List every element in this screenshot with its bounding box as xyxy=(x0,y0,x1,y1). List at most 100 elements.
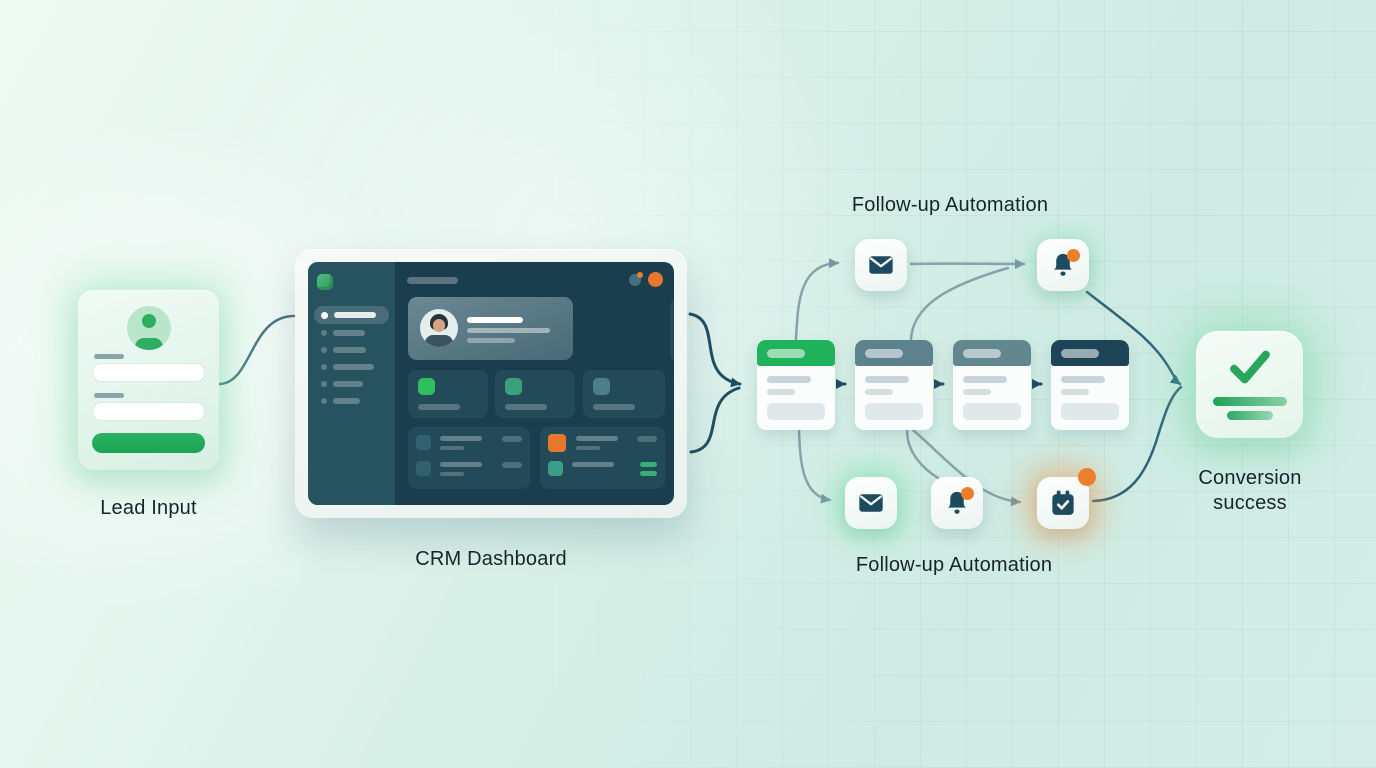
sidebar-item-bar xyxy=(333,329,365,336)
mail-glyph xyxy=(869,256,893,274)
sidebar-item-dot xyxy=(321,346,327,353)
status-pill-green xyxy=(640,462,657,467)
placeholder-bar xyxy=(505,404,547,410)
sidebar-item-dot xyxy=(321,311,328,319)
lead-input-card xyxy=(78,290,219,470)
conversion-label-line2: success xyxy=(1213,492,1287,514)
header-title-placeholder xyxy=(767,349,805,358)
followup-automation-bottom-label: Follow-up Automation xyxy=(855,554,1053,576)
crm-dashboard-device xyxy=(295,249,687,518)
conversion-success-label: Conversion success xyxy=(1180,466,1320,516)
placeholder-bar xyxy=(467,328,550,333)
sidebar-item-dot xyxy=(321,363,327,370)
list-item-icon xyxy=(416,461,431,476)
crm-dashboard-screen xyxy=(308,262,674,505)
dashboard-list-card xyxy=(408,427,530,489)
placeholder-pill xyxy=(502,462,522,468)
placeholder-bar xyxy=(440,472,464,476)
pipeline-card-header xyxy=(953,340,1031,366)
connector-dashboard-to-pipeline-lower xyxy=(689,386,741,454)
sidebar-item-bar xyxy=(334,312,376,318)
placeholder-bar xyxy=(467,338,515,343)
sidebar-item-dot xyxy=(321,329,327,336)
placeholder-bar xyxy=(1061,376,1105,383)
conversion-label-line1: Conversion xyxy=(1198,467,1302,489)
placeholder-bar xyxy=(767,376,811,383)
calendar-check-glyph xyxy=(1052,490,1074,515)
pipeline-stage-card xyxy=(953,340,1031,430)
user-avatar xyxy=(648,272,663,287)
leaf-logo-icon xyxy=(317,274,333,290)
placeholder-bar xyxy=(418,404,460,410)
placeholder-bar xyxy=(440,462,482,467)
connector-calendar-to-conversion xyxy=(1091,385,1183,503)
dashboard-stat-square xyxy=(505,378,522,395)
avatar-torso xyxy=(425,335,453,347)
dashboard-sidebar-items xyxy=(321,329,374,414)
profile-photo xyxy=(420,309,458,347)
connector-stage1-to-mail-top xyxy=(794,258,840,341)
dashboard-stat-square xyxy=(593,378,610,395)
placeholder-block xyxy=(1061,403,1119,420)
sidebar-item xyxy=(321,346,374,353)
form-submit-button xyxy=(92,433,205,453)
notification-badge xyxy=(961,487,974,500)
mail-icon xyxy=(845,477,897,529)
dashboard-title-placeholder xyxy=(407,277,458,284)
placeholder-bar xyxy=(440,446,464,450)
avatar-body xyxy=(134,338,163,350)
header-title-placeholder xyxy=(865,349,903,358)
pipeline-card-header xyxy=(855,340,933,366)
placeholder-bar xyxy=(1213,397,1287,406)
placeholder-bar xyxy=(467,317,523,323)
sidebar-item-bar xyxy=(333,363,374,370)
notification-badge xyxy=(1067,249,1080,262)
placeholder-bar xyxy=(963,376,1007,383)
dashboard-sidebar xyxy=(308,262,395,505)
dashboard-main xyxy=(395,262,674,505)
dashboard-stat-card xyxy=(583,370,665,418)
status-pill-green xyxy=(640,471,657,476)
dashboard-list-card xyxy=(540,427,665,489)
list-item-icon xyxy=(416,435,431,450)
lead-input-label: Lead Input xyxy=(100,497,197,519)
sidebar-item xyxy=(321,329,374,336)
placeholder-bar xyxy=(767,389,795,395)
dashboard-stat-square xyxy=(418,378,435,395)
list-item-icon-teal xyxy=(548,461,563,476)
placeholder-bar xyxy=(1061,389,1089,395)
connector-stage1-to-mail-bottom xyxy=(797,428,832,504)
form-field-label-placeholder xyxy=(94,393,124,398)
form-field-label-placeholder xyxy=(94,354,124,359)
list-row xyxy=(548,434,657,458)
connector-bell-to-conversion xyxy=(1085,290,1182,386)
form-input-field xyxy=(92,402,205,421)
sidebar-item xyxy=(321,397,374,404)
placeholder-block xyxy=(963,403,1021,420)
notification-badge xyxy=(1078,468,1096,486)
pipeline-stage-card xyxy=(757,340,835,430)
avatar-head xyxy=(141,314,156,328)
placeholder-bar xyxy=(963,389,991,395)
mail-glyph xyxy=(859,494,883,512)
header-title-placeholder xyxy=(963,349,1001,358)
dashboard-stat-card xyxy=(495,370,575,418)
placeholder-bar xyxy=(1227,411,1273,420)
placeholder-bar xyxy=(572,462,614,467)
sidebar-item xyxy=(321,363,374,370)
notification-icon xyxy=(629,272,643,286)
sidebar-item-dot xyxy=(321,380,327,387)
bell-icon xyxy=(1037,239,1089,291)
placeholder-pill xyxy=(502,436,522,442)
sidebar-item-bar xyxy=(333,346,366,353)
connector-dashboard-to-pipeline-upper xyxy=(688,312,742,388)
sidebar-item-bar xyxy=(333,380,363,387)
pipeline-card-header xyxy=(1051,340,1129,366)
followup-automation-top-label: Follow-up Automation xyxy=(851,194,1049,216)
placeholder-bar xyxy=(593,404,635,410)
check-icon xyxy=(1230,350,1270,384)
pipeline-stage-card xyxy=(855,340,933,430)
pipeline-stage-card xyxy=(1051,340,1129,430)
header-title-placeholder xyxy=(1061,349,1099,358)
connector-stage2-to-bell-bottom xyxy=(905,428,940,480)
